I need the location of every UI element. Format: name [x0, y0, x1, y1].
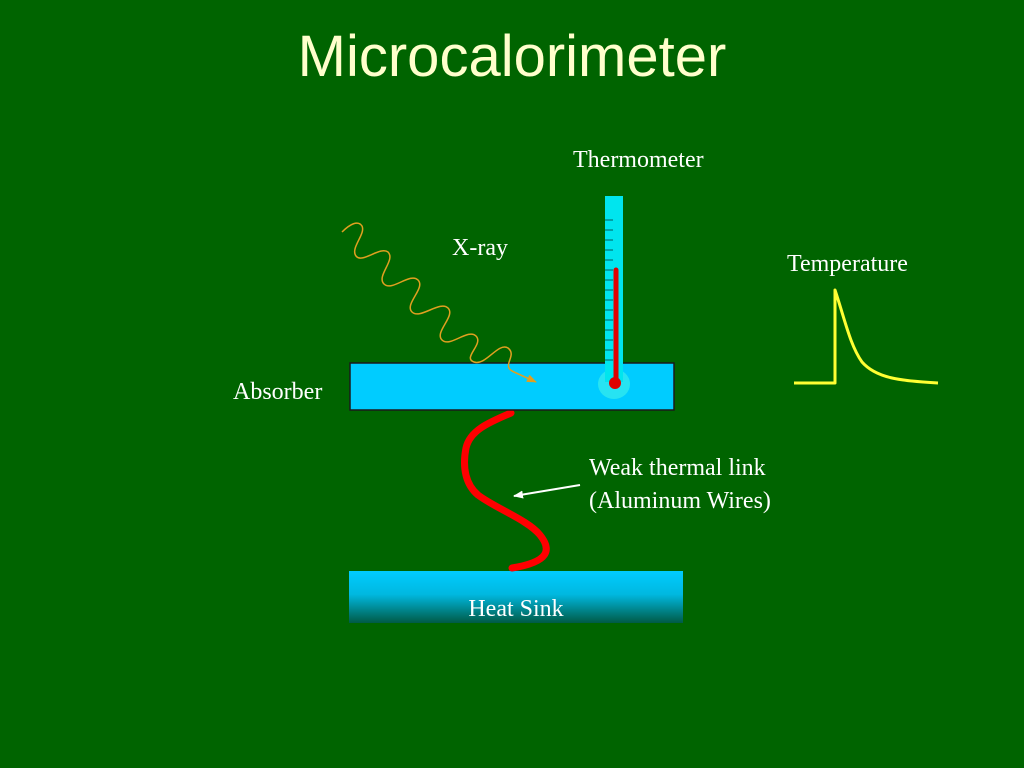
thermal-link-wire	[461, 409, 550, 572]
temperature-label: Temperature	[787, 251, 908, 277]
xray-label: X-ray	[452, 235, 508, 261]
thermometer-scale	[605, 219, 613, 361]
thermometer-label: Thermometer	[573, 147, 704, 173]
thermal-link-label-line1: Weak thermal link	[589, 455, 766, 481]
xray-wave	[341, 222, 537, 383]
heat-sink-label: Heat Sink	[468, 596, 564, 622]
thermal-link-pointer-arrow	[513, 484, 581, 499]
heat-sink-block	[349, 571, 683, 623]
absorber-label: Absorber	[233, 379, 323, 405]
temperature-pulse-curve	[794, 288, 939, 385]
thermal-link-label-line2: (Aluminum Wires)	[589, 488, 771, 514]
thermometer-bulb	[609, 377, 621, 389]
slide-title: Microcalorimeter	[297, 24, 727, 89]
